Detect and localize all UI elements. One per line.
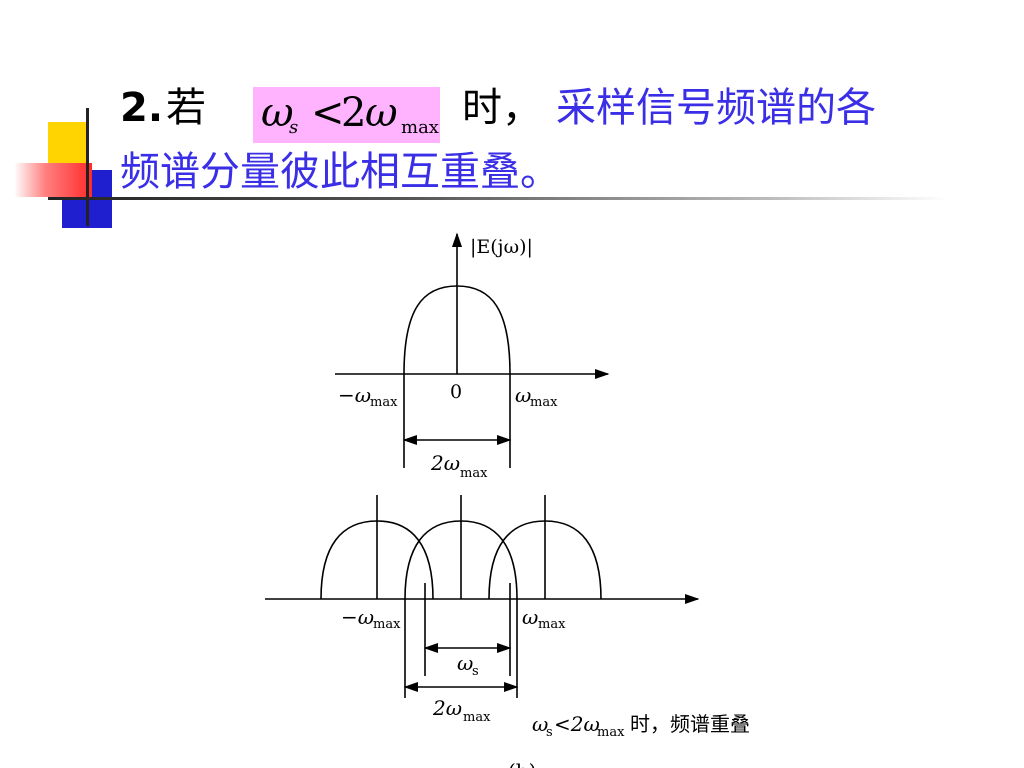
top-width-sub: max (460, 466, 488, 481)
title-ruo: 若 (166, 85, 206, 131)
top-width-label: 2ω (430, 451, 460, 475)
top-omega-label: ω (515, 383, 531, 407)
top-y-axis-label: |E(jω)| (470, 236, 533, 258)
title-number: 2. (120, 85, 164, 131)
top-neg-omega-label: −ω (338, 383, 371, 407)
formula-two: 2 (341, 90, 367, 136)
formula-omega-max: ω (365, 90, 398, 136)
ws-label: ω (457, 651, 473, 675)
bottom-width-sub: max (463, 710, 491, 725)
formula-subscript-max: max (401, 117, 439, 138)
caption-lt: <2ω (554, 712, 600, 736)
title-underline (48, 197, 948, 200)
formula-omega-s: ω (261, 90, 294, 136)
bottom-neg-omega-label: −ω (341, 605, 374, 629)
decor-red-bar (14, 163, 92, 197)
bottom-omega-label: ω (522, 605, 538, 629)
caption-sub-max: max (597, 725, 625, 740)
top-omega-sub: max (530, 395, 558, 410)
top-spectrum-curve (403, 285, 511, 375)
top-origin-label: 0 (450, 381, 462, 403)
title-shi: 时， (462, 85, 542, 131)
formula-less-than: < (311, 90, 345, 136)
decor-vertical-line (86, 108, 89, 226)
title-line1-rest: 采样信号频谱的各 (556, 85, 876, 131)
caption-sub-s: s (546, 725, 553, 740)
partial-figure-label: (b) (508, 759, 536, 768)
caption-text: 时，频谱重叠 (630, 712, 750, 736)
bottom-neg-omega-sub: max (373, 617, 401, 632)
bottom-omega-sub: max (538, 617, 566, 632)
caption-omega: ω (532, 712, 548, 736)
formula-subscript-s: s (289, 117, 299, 138)
top-neg-omega-sub: max (370, 395, 398, 410)
bottom-width-label: 2ω (432, 696, 462, 720)
formula-highlight: ω s < 2 ω max (253, 87, 440, 143)
ws-sub: s (472, 664, 479, 679)
title-line2: 频谱分量彼此相互重叠。 (120, 149, 560, 195)
